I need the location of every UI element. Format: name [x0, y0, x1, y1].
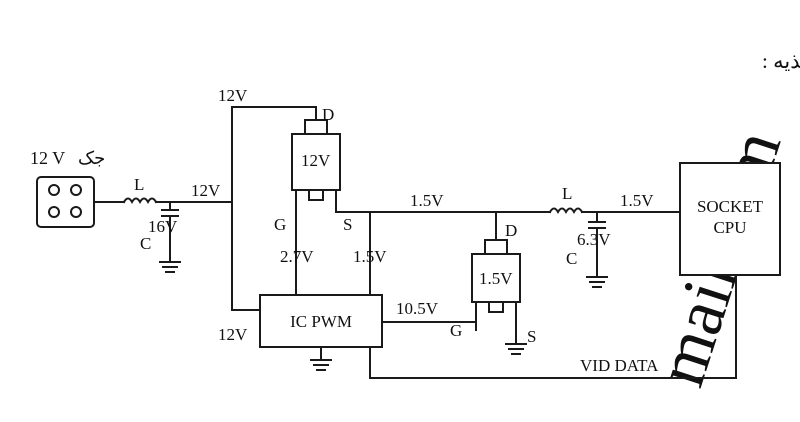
- input-inductor-label: L: [134, 175, 144, 194]
- pwm-controller: [259, 294, 383, 348]
- ground-icon: [310, 359, 332, 371]
- cpu-socket-line1: SOCKET: [697, 197, 764, 216]
- pwm-rail-label: 12V: [218, 325, 248, 344]
- high-side-mosfet: [291, 119, 341, 213]
- high-gate-voltage-label: 2.7V: [280, 247, 314, 266]
- low-mosfet-drain-label: D: [505, 221, 517, 240]
- cpu-socket: [679, 162, 781, 276]
- output-cap-label: C: [566, 249, 577, 268]
- output-cap-voltage-label: 6.3V: [577, 230, 611, 249]
- low-gate-voltage-label: 10.5V: [396, 299, 439, 318]
- vid-data-label: VID DATA: [580, 356, 659, 375]
- mid-rail-label: 1.5V: [410, 191, 444, 210]
- ground-icon: [505, 343, 527, 355]
- output-inductor-label: L: [562, 184, 572, 203]
- input-cap-label: C: [140, 234, 151, 253]
- input-inductor: [122, 197, 158, 205]
- cpu-socket-line2: CPU: [713, 218, 746, 237]
- low-mosfet-gate-label: G: [450, 321, 462, 340]
- high-mosfet-drain-label: D: [322, 105, 334, 124]
- low-mosfet-label: 1.5V: [479, 269, 513, 288]
- sense-voltage-label: 1.5V: [353, 247, 387, 266]
- output-inductor: [548, 207, 584, 215]
- cpu-rail-label: 1.5V: [620, 191, 654, 210]
- input-rail-label: 12V: [191, 181, 221, 200]
- low-side-mosfet: [471, 239, 521, 343]
- low-mosfet-source-label: S: [527, 327, 536, 346]
- top-rail-label: 12V: [218, 86, 248, 105]
- high-mosfet-label: 12V: [301, 151, 331, 170]
- ground-icon: [159, 261, 181, 273]
- input-cap-voltage-label: 16V: [148, 217, 178, 236]
- diagram-title: مدار CORE : با یک فاز تغذیه :: [762, 49, 800, 74]
- output-capacitor: [588, 211, 606, 276]
- high-mosfet-source-label: S: [343, 215, 352, 234]
- high-mosfet-gate-label: G: [274, 215, 286, 234]
- pwm-controller-label: IC PWM: [290, 312, 352, 331]
- jack-name-label: جک: [78, 148, 105, 168]
- input-capacitor: [161, 201, 179, 261]
- ground-icon: [586, 276, 608, 288]
- power-jack: [36, 176, 95, 228]
- jack-voltage-label: 12 V: [30, 148, 65, 168]
